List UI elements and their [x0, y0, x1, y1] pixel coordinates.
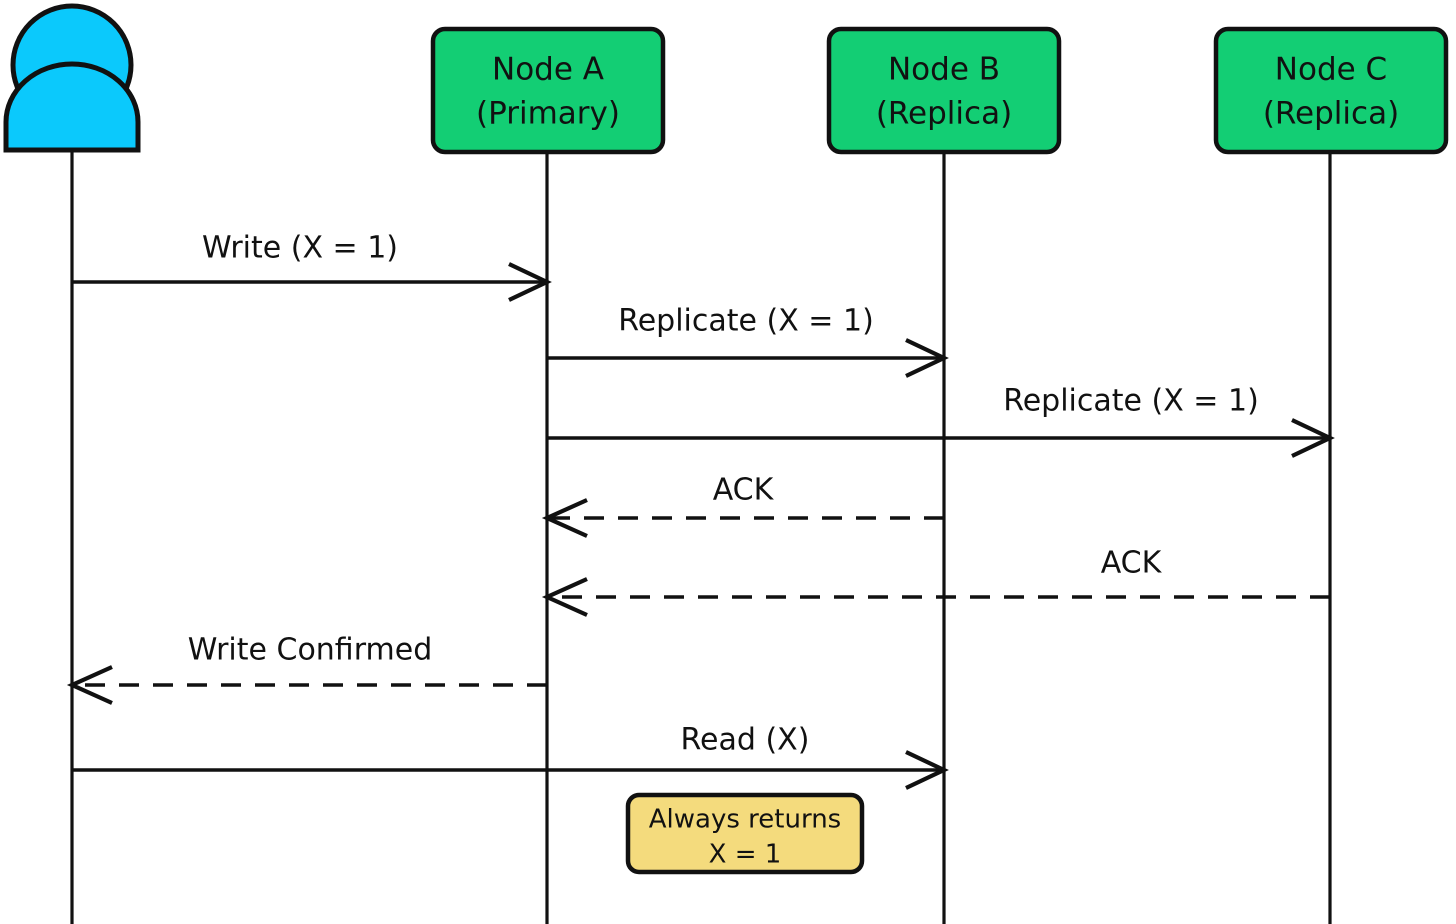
- message-read[interactable]: Read (X): [72, 723, 949, 790]
- note-always-returns[interactable]: Always returns X = 1: [625, 792, 865, 875]
- message-write[interactable]: Write (X = 1): [72, 231, 552, 302]
- node-b-subtitle: (Replica): [876, 96, 1012, 132]
- node-b-box-shape: [826, 26, 1062, 155]
- message-replicate-c-label: Replicate (X = 1): [1003, 384, 1259, 419]
- message-write-confirmed[interactable]: Write Confirmed: [66, 633, 547, 705]
- participant-box-node-b[interactable]: Node B (Replica): [826, 26, 1062, 155]
- arrowhead-left-icon: [541, 577, 588, 617]
- message-replicate-b[interactable]: Replicate (X = 1): [547, 304, 949, 378]
- arrowhead-left-icon: [541, 498, 588, 538]
- node-c-box-shape: [1213, 26, 1449, 155]
- arrowhead-left-icon: [66, 665, 113, 705]
- message-write-confirmed-label: Write Confirmed: [188, 633, 432, 668]
- node-c-subtitle: (Replica): [1263, 96, 1399, 132]
- arrowhead-right-icon: [905, 338, 949, 378]
- arrowhead-right-icon: [905, 750, 949, 790]
- message-read-label: Read (X): [681, 723, 810, 758]
- arrowhead-right-icon: [1291, 418, 1335, 458]
- node-a-subtitle: (Primary): [476, 96, 620, 132]
- message-ack-b-label: ACK: [713, 473, 775, 508]
- message-replicate-b-label: Replicate (X = 1): [618, 304, 874, 339]
- note-line-1: Always returns: [649, 805, 841, 835]
- node-c-title: Node C: [1275, 52, 1387, 88]
- message-ack-c[interactable]: ACK: [541, 546, 1330, 617]
- message-ack-b[interactable]: ACK: [541, 473, 944, 538]
- message-replicate-c[interactable]: Replicate (X = 1): [547, 384, 1335, 458]
- user-person-icon[interactable]: [3, 3, 141, 153]
- participant-box-node-a[interactable]: Node A (Primary): [430, 26, 666, 155]
- note-line-2: X = 1: [709, 840, 782, 870]
- note-box-shape: [625, 792, 865, 875]
- message-ack-c-label: ACK: [1101, 546, 1163, 581]
- user-body-icon: [3, 61, 141, 153]
- arrowhead-right-icon: [508, 262, 552, 302]
- node-b-title: Node B: [888, 52, 1000, 88]
- participant-box-node-c[interactable]: Node C (Replica): [1213, 26, 1449, 155]
- message-write-label: Write (X = 1): [202, 231, 398, 266]
- node-a-title: Node A: [492, 52, 604, 88]
- node-a-box-shape: [430, 26, 666, 155]
